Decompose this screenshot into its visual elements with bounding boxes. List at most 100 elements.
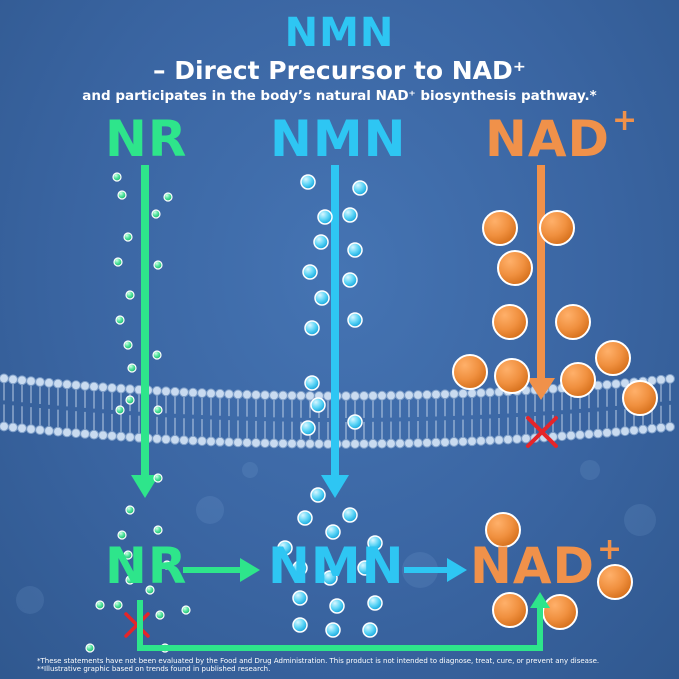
membrane-head — [26, 424, 36, 435]
membrane-head — [152, 433, 162, 444]
nr-molecule — [151, 209, 161, 219]
nad-molecule — [497, 250, 533, 286]
membrane-head — [35, 377, 45, 387]
membrane-head — [620, 426, 630, 437]
nr-label-bottom: NR — [105, 537, 188, 595]
membrane-head — [314, 439, 324, 449]
membrane-head — [44, 377, 54, 388]
nmn-molecule — [362, 622, 378, 638]
nmn-molecule — [277, 540, 293, 556]
membrane-head — [206, 436, 216, 447]
membrane-head — [413, 390, 423, 400]
nmn-molecule — [357, 560, 373, 576]
membrane-head — [413, 438, 423, 448]
membrane-head — [305, 438, 315, 449]
nr-to-nmn-arrow — [183, 558, 260, 582]
nad-molecule — [622, 380, 658, 416]
membrane-head — [188, 387, 198, 398]
membrane-head — [35, 425, 45, 435]
membrane-head — [215, 436, 225, 447]
membrane-head — [422, 389, 432, 400]
membrane-head — [80, 428, 90, 439]
nmn-molecule — [304, 375, 320, 391]
membrane-head — [557, 431, 567, 442]
background-bokeh — [16, 460, 656, 614]
nmn-molecule — [322, 570, 338, 586]
nr-molecule — [125, 575, 135, 585]
nr-molecule — [85, 643, 95, 653]
nmn-molecule — [300, 420, 316, 436]
membrane-head — [485, 387, 495, 398]
membrane-head — [395, 438, 405, 449]
membrane-head — [233, 389, 243, 400]
nad-down-arrow — [527, 165, 555, 400]
membrane-head — [665, 373, 675, 384]
membrane-head — [305, 390, 315, 401]
nad-molecule — [482, 210, 518, 246]
nr-molecule — [113, 600, 123, 610]
membrane-head — [44, 425, 54, 436]
membrane-head — [278, 390, 288, 401]
nmn-molecule — [297, 510, 313, 526]
membrane-head — [269, 438, 279, 449]
membrane-head — [71, 428, 81, 439]
nr-molecule — [153, 525, 163, 535]
membrane-head — [350, 391, 360, 401]
membrane-head — [665, 421, 675, 432]
membrane-head — [17, 375, 27, 386]
membrane-head — [359, 391, 369, 401]
membrane-head — [179, 387, 189, 398]
membrane-head — [116, 431, 126, 442]
nr-molecule — [95, 600, 105, 610]
membrane-head — [296, 390, 306, 401]
membrane-head — [476, 387, 486, 398]
nad-molecule — [492, 304, 528, 340]
page-subtitle: – Direct Precursor to NAD⁺ — [153, 56, 526, 85]
membrane-head — [206, 388, 216, 399]
nr-down-arrow — [131, 165, 159, 498]
membrane-head — [125, 432, 135, 443]
membrane-head — [341, 439, 351, 449]
membrane-head — [638, 424, 648, 435]
membrane-head — [611, 427, 621, 437]
disclaimer-line-1: *These statements have not been evaluate… — [37, 657, 600, 665]
nad-molecule — [555, 304, 591, 340]
membrane-head — [593, 428, 603, 439]
nmn-molecule — [347, 242, 363, 258]
nmn-molecules — [277, 174, 383, 638]
membrane-head — [395, 390, 405, 401]
nmn-molecule — [313, 234, 329, 250]
nr-molecule — [123, 550, 133, 560]
nr-molecule — [113, 257, 123, 267]
membrane-head — [251, 438, 261, 448]
membrane-head — [386, 438, 396, 449]
membrane-head — [602, 379, 612, 390]
membrane-head — [377, 438, 387, 449]
nad-molecule — [560, 362, 596, 398]
membrane-head — [8, 422, 18, 433]
membrane-head — [350, 439, 360, 449]
membrane-head — [197, 436, 207, 446]
membrane-head — [98, 382, 108, 393]
nmn-molecule — [304, 320, 320, 336]
membrane-head — [215, 388, 225, 399]
page-title: NMN — [284, 10, 395, 56]
membrane-head — [260, 390, 270, 401]
nmn-molecule — [317, 209, 333, 225]
nmn-molecule — [367, 595, 383, 611]
membrane-head — [278, 438, 288, 449]
membrane-head — [188, 435, 198, 446]
membrane-head — [512, 434, 522, 444]
nmn-molecule — [329, 598, 345, 614]
nmn-molecule — [292, 590, 308, 606]
membrane-head — [224, 437, 234, 448]
membrane-head — [0, 421, 9, 432]
membrane-head — [197, 388, 207, 398]
membrane-head — [521, 433, 531, 444]
membrane-head — [386, 390, 396, 401]
membrane-head — [656, 422, 666, 433]
nmn-molecule — [342, 207, 358, 223]
nr-to-nad-bypass-arrowhead — [530, 592, 550, 608]
membrane-head — [98, 430, 108, 441]
